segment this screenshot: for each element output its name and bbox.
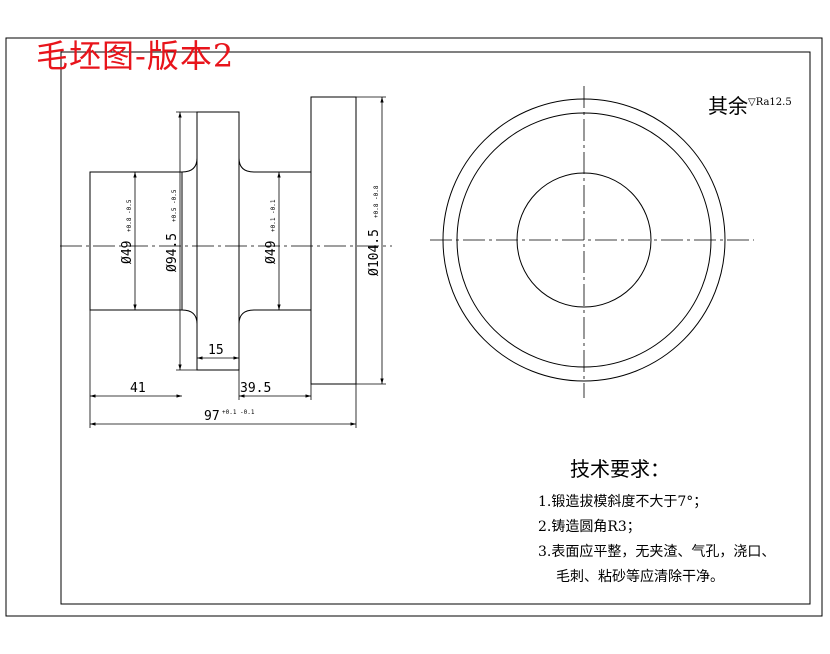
tech-item-1: 1.锻造拔模斜度不大于7°； bbox=[538, 494, 708, 510]
dim-d2-tol: +0.5 -0.5 bbox=[171, 189, 178, 222]
dim-d1-tol: +0.8 -0.5 bbox=[126, 199, 133, 232]
dim-d4-tol: +0.8 -0.8 bbox=[373, 185, 380, 218]
right-flange bbox=[310, 96, 357, 385]
roughness-symbol-icon: ▽ bbox=[748, 97, 756, 108]
drawing-title: 毛坯图-版本2 bbox=[36, 37, 235, 75]
technical-requirements: 技术要求： 1.锻造拔模斜度不大于7°； 2.铸造圆角R3； 3.表面应平整，无… bbox=[538, 452, 775, 590]
dim-d2: Ø94.5 bbox=[165, 233, 180, 272]
dim-w-hub: 15 bbox=[208, 343, 224, 358]
dim-d4: Ø104.5 bbox=[367, 229, 382, 276]
tech-title: 技术要求： bbox=[570, 457, 670, 481]
tech-item-2: 2.铸造圆角R3； bbox=[538, 519, 641, 535]
tech-item-3-cont: 毛刺、粘砂等应清除干净。 bbox=[556, 569, 724, 585]
dim-l2: 39.5 bbox=[240, 381, 271, 396]
tech-item-3: 3.表面应平整，无夹渣、气孔，浇口、 bbox=[538, 544, 776, 560]
center-hub bbox=[181, 111, 311, 371]
dim-d1: Ø49 bbox=[120, 241, 135, 264]
roughness-value: Ra12.5 bbox=[755, 97, 792, 108]
dim-d3: Ø49 bbox=[264, 241, 279, 264]
side-view bbox=[89, 96, 357, 385]
roughness-note: 其余▽Ra12.5 bbox=[708, 88, 792, 121]
dim-total: 97 bbox=[204, 409, 220, 424]
roughness-label: 其余 bbox=[708, 94, 748, 118]
dim-l1: 41 bbox=[130, 381, 146, 396]
dim-d3-tol: +0.1 -0.1 bbox=[270, 199, 277, 232]
inner-frame bbox=[60, 51, 811, 605]
outer-frame bbox=[5, 37, 823, 617]
dim-total-tol: +0.1 -0.1 bbox=[222, 409, 255, 416]
